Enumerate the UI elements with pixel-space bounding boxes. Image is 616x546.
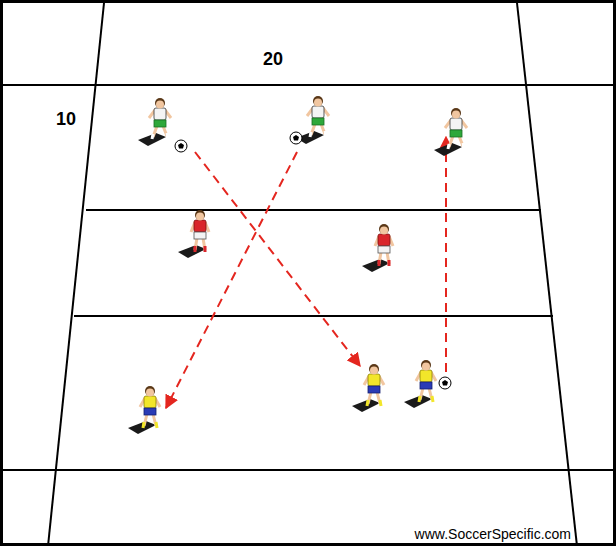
ball [290, 132, 302, 144]
yellow-player [404, 360, 436, 408]
white-player [138, 98, 171, 146]
watermark: www.SoccerSpecific.com [413, 527, 573, 542]
dimension-label: 20 [263, 50, 283, 70]
yellow-player [128, 386, 160, 434]
yellow-player [352, 364, 384, 412]
red-player [178, 210, 209, 258]
dimension-label: 10 [56, 110, 76, 130]
ball [175, 140, 187, 152]
balls [175, 132, 451, 389]
ball [439, 377, 451, 389]
pass-arrows [166, 137, 446, 408]
players [128, 96, 467, 434]
red-player [362, 224, 393, 272]
white-player [434, 108, 467, 156]
